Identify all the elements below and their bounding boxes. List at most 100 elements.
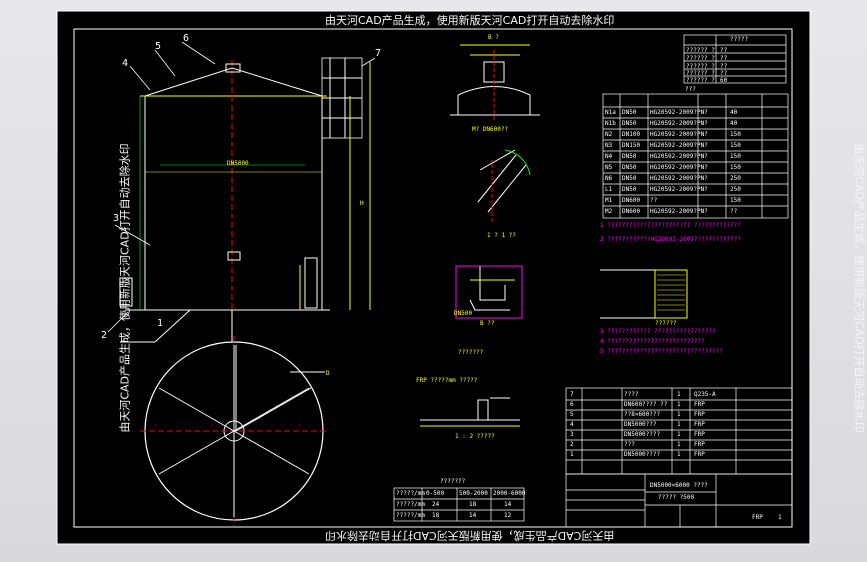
note-4: 4 ???????????????????????????: [600, 338, 705, 345]
parts-cell-qty: 1: [677, 431, 681, 438]
title-drawing-name: DN5000×6000 ????: [650, 482, 708, 489]
thickness-r1-0: ?????/mm: [396, 512, 425, 519]
label-scale-a: 1 ? 1 ??: [487, 232, 516, 239]
parts-cell-name: ???: [624, 441, 635, 448]
nozzle-cell-dn: DN50: [622, 164, 637, 171]
design-v-0: ??: [720, 47, 728, 54]
design-v-2: ??: [720, 63, 728, 70]
thickness-h-0: ?????/mm: [396, 490, 425, 497]
design-k-2: ?????? ?: [686, 63, 715, 70]
nozzle-cell-dn: DN600: [622, 197, 641, 204]
nozzle-detail: [450, 44, 540, 120]
nozzle-cell-tag: N1b: [605, 120, 616, 127]
parts-cell-qty: 1: [677, 441, 681, 448]
label-legend-green: ??????: [655, 320, 677, 327]
thickness-r0-2: 18: [469, 501, 477, 508]
parts-cell-mat: FRP: [694, 401, 705, 408]
watermark-left: 由天河CAD产品生成，使用新版天河CAD打开自动去除水印: [118, 143, 132, 433]
nozzle-cell-val: 150: [730, 153, 741, 160]
parts-cell-mat: FRP: [694, 451, 705, 458]
label-section-b: B ?: [488, 34, 499, 41]
design-v-1: ??: [720, 55, 728, 62]
thickness-h-3: 2000-6000: [493, 490, 526, 497]
balloon-4: 4: [122, 58, 129, 69]
nozzle-cell-val: 40: [730, 109, 738, 116]
watermark-top: 由天河CAD产品生成，使用新版天河CAD打开自动去除水印: [325, 14, 615, 27]
parts-cell-no: 1: [570, 451, 574, 458]
parts-cell-mat: FRP: [694, 431, 705, 438]
inner-border: [73, 28, 793, 528]
outer-border: [56, 10, 811, 545]
nozzle-cell-val: 150: [730, 142, 741, 149]
nozzle-cell-std: HG20592-2009?PN?: [650, 164, 708, 171]
nozzle-cell-dn: DN50: [622, 153, 637, 160]
tank-elevation: [119, 57, 371, 343]
watermark-bottom: 由天河CAD产品生成，使用新版天河CAD打开自动去除水印: [325, 529, 615, 542]
nozzle-cell-tag: N5: [605, 164, 613, 171]
watermark-right: 由天河CAD产品生成，使用新版天河CAD打开自动去除水印: [852, 143, 866, 433]
nozzle-cell-tag: N1a: [605, 109, 616, 116]
nozzle-cell-dn: DN50: [622, 120, 637, 127]
design-k-1: ?????? ?: [686, 55, 715, 62]
tank-plan: [140, 336, 328, 526]
parts-cell-qty: 1: [677, 411, 681, 418]
label-top-nozzle: M? DN600??: [472, 126, 509, 133]
label-dn500: DN500: [454, 310, 473, 317]
label-h: H: [360, 200, 364, 207]
design-v-4: 60: [720, 77, 728, 84]
nozzle-cell-std: HG20592-2009?PN?: [650, 142, 708, 149]
parts-cell-name: ??8×600???: [624, 411, 661, 418]
nozzle-cell-std: HG20592-2009?PN?: [650, 153, 708, 160]
nozzle-cell-std: HG20592-2009?PN?: [650, 120, 708, 127]
nozzle-cell-std: HG20592-2009?PN?: [650, 131, 708, 138]
nozzle-cell-val: 150: [730, 197, 741, 204]
parts-cell-no: 2: [570, 441, 574, 448]
balloon-1: 1: [157, 318, 164, 329]
nozzle-cell-dn: DN50: [622, 186, 637, 193]
thickness-table-title: ???????: [440, 478, 466, 485]
table-lines: [393, 34, 793, 528]
parts-cell-name: DN600???? ??: [624, 401, 668, 408]
parts-cell-no: 5: [570, 411, 574, 418]
nozzle-cell-val: 250: [730, 186, 741, 193]
nozzle-cell-tag: N3: [605, 142, 613, 149]
nozzle-cell-tag: N2: [605, 131, 613, 138]
nozzle-cell-tag: N6: [605, 175, 613, 182]
title-sheet: 1: [778, 514, 782, 521]
thickness-r0-3: 14: [504, 501, 512, 508]
label-detail-ratio: 1 : 2 ?????: [455, 433, 495, 440]
design-k-4: ?????? ?: [686, 77, 715, 84]
nozzle-cell-dn: DN600: [622, 208, 641, 215]
parts-cell-name: ????: [624, 391, 639, 398]
note-3: 3 ???????????? ?????????????????: [600, 328, 716, 335]
parts-cell-qty: 1: [677, 401, 681, 408]
nozzle-cell-tag: M1: [605, 197, 613, 204]
label-detail-frp: FRP ?????mm ?????: [416, 377, 478, 384]
label-detail-c: ???????: [458, 349, 484, 356]
design-k-0: ?????? ?: [686, 47, 715, 54]
parts-cell-qty: 1: [677, 391, 681, 398]
thickness-r0-0: ?????/mm: [396, 501, 425, 508]
thickness-r1-1: 18: [432, 512, 440, 519]
title-material: FRP: [752, 514, 763, 521]
thickness-r0-1: 24: [432, 501, 440, 508]
design-table-title: ?????: [730, 36, 749, 43]
nozzle-cell-dn: DN50: [622, 175, 637, 182]
label-dn5000: DN5000: [227, 160, 249, 167]
parts-cell-no: 7: [570, 391, 574, 398]
nozzle-cell-std: HG20592-2009?PN?: [650, 186, 708, 193]
parts-cell-mat: Q235-A: [694, 391, 716, 398]
nozzle-cell-tag: N4: [605, 153, 613, 160]
label-d: D: [326, 370, 330, 377]
parts-cell-mat: FRP: [694, 411, 705, 418]
nozzle-cell-tag: L1: [605, 186, 613, 193]
nozzle-cell-tag: M2: [605, 208, 613, 215]
nozzle-cell-dn: DN50: [622, 109, 637, 116]
nozzle-cell-val: 40: [730, 120, 738, 127]
thickness-h-1: 0-500: [426, 490, 445, 497]
parts-cell-name: DN5000???: [624, 421, 657, 428]
balloon-7: 7: [375, 48, 382, 59]
nozzle-cell-dn: DN100: [622, 131, 641, 138]
